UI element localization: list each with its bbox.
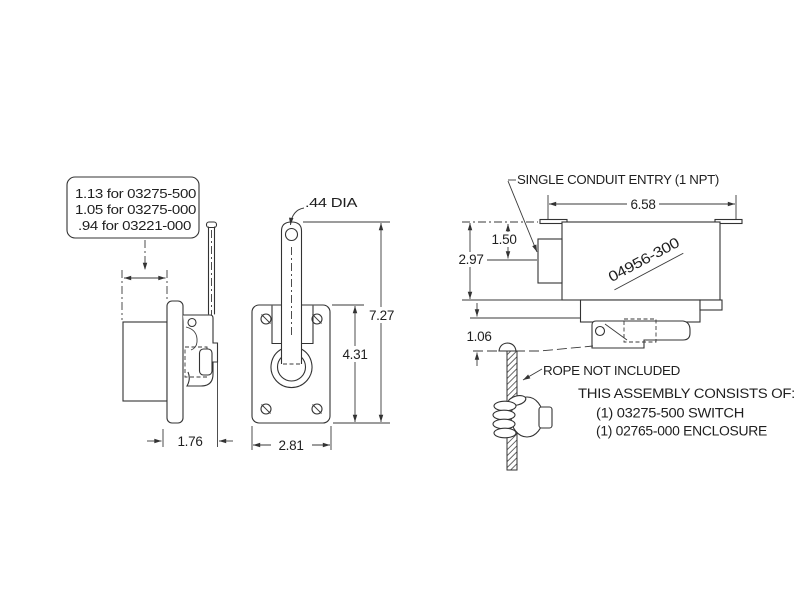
dim-plate-height: 4.31 [342, 347, 367, 362]
label-conduit-entry: SINGLE CONDUIT ENTRY (1 NPT) [517, 172, 719, 187]
dim-overall-height: 7.27 [369, 308, 394, 323]
dim-lever-drop: 1.06 [466, 329, 491, 344]
part-number-underline [614, 252, 684, 291]
label-hole-dia: .44 DIA [305, 195, 358, 210]
finger [493, 400, 517, 412]
enclosure-view: SINGLE CONDUIT ENTRY (1 NPT) 6.58 04956-… [455, 172, 795, 471]
conduit-leader-line [507, 180, 538, 253]
grip-knob [538, 406, 553, 429]
front-view: .44 DIA 2.81 4.31 7.27 [251, 195, 396, 453]
dim-side-width: 1.76 [177, 434, 202, 449]
rope-anchor-dome [498, 342, 517, 352]
hole-leader-line [288, 207, 305, 226]
assembly-note-title: THIS ASSEMBLY CONSISTS OF: [578, 386, 795, 402]
lever-bracket [591, 320, 691, 349]
dim-enclosure-height: 2.97 [458, 252, 483, 267]
dim-enclosure-width: 6.58 [630, 197, 655, 212]
note-box [66, 176, 200, 239]
lever-yoke [271, 305, 314, 345]
bracket-roller [198, 348, 213, 376]
lever-hole [284, 227, 299, 242]
dim-plate-width: 2.81 [278, 438, 303, 453]
finger [493, 427, 517, 439]
side-view: 1.13 for 03275-500 1.05 for 03275-000 .9… [66, 176, 233, 449]
assembly-note-item: (1) 03275-500 SWITCH [596, 406, 744, 422]
rope-anchor-line [473, 345, 594, 352]
finger [492, 409, 516, 421]
rope-note-leader [522, 368, 543, 381]
assembly-note: THIS ASSEMBLY CONSISTS OF: (1) 03275-500… [578, 386, 795, 440]
bracket-pivot-hole [594, 325, 606, 337]
note-line-3: .94 for 03221-000 [78, 218, 191, 233]
finger [492, 418, 516, 430]
conduit-entry-boss [537, 238, 563, 284]
front-lever-arm [280, 221, 303, 364]
bracket-profile-curve [185, 326, 198, 351]
assembly-note-item: (1) 02765-000 ENCLOSURE [596, 424, 767, 440]
dim-conduit-center: 1.50 [491, 232, 516, 247]
bracket-edge [604, 323, 628, 341]
bracket-hole [187, 317, 197, 328]
label-rope-note: ROPE NOT INCLUDED [543, 363, 680, 378]
plate-screws [260, 313, 323, 415]
note-line-2: 1.05 for 03275-000 [75, 202, 196, 217]
side-mounting-plate [166, 300, 184, 424]
hand-grip [492, 395, 553, 439]
rope-ring-outer [270, 348, 313, 388]
enclosure-end-lip [699, 299, 723, 311]
side-switch-body [122, 321, 168, 402]
hidden-switch-lever [623, 318, 657, 343]
side-lever-tip [205, 221, 218, 229]
note-line-1: 1.13 for 03275-500 [75, 186, 196, 201]
